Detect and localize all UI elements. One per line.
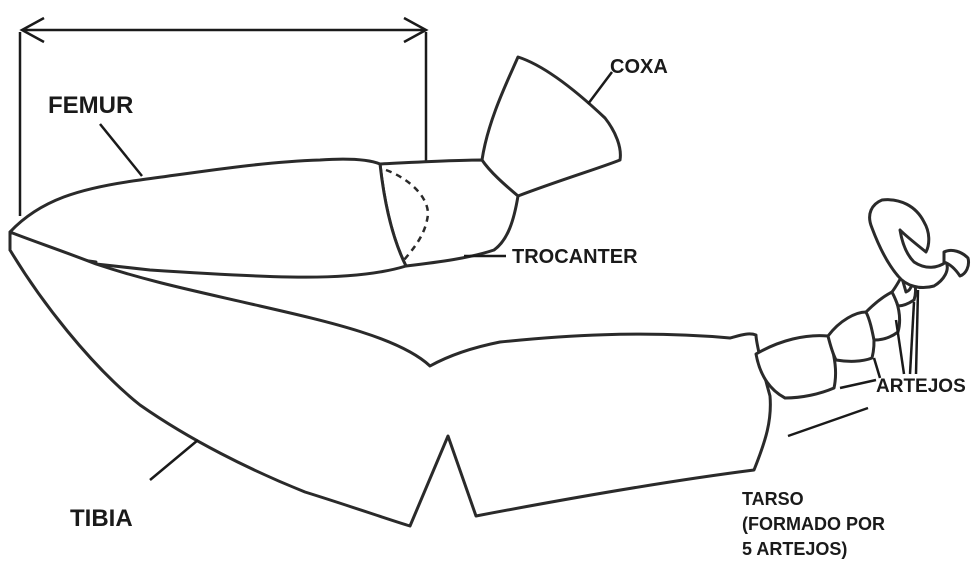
leader-tarso bbox=[788, 408, 868, 436]
leader-coxa bbox=[588, 72, 612, 104]
label-tarso-line3: 5 ARTEJOS) bbox=[742, 539, 847, 559]
label-artejos: ARTEJOS bbox=[876, 376, 966, 397]
label-coxa: COXA bbox=[610, 56, 668, 78]
leader-tibia bbox=[150, 440, 198, 480]
tarsal-claw bbox=[870, 200, 948, 288]
leader-artejos-1 bbox=[840, 380, 876, 388]
label-femur: FEMUR bbox=[48, 92, 133, 119]
label-tarso-line2: (FORMADO POR bbox=[742, 514, 885, 534]
label-trocanter: TROCANTER bbox=[512, 246, 638, 268]
leader-artejos-2 bbox=[874, 358, 880, 378]
label-tibia: TIBIA bbox=[70, 505, 133, 532]
label-tarso-line1: TARSO bbox=[742, 489, 804, 509]
leader-artejos-5 bbox=[916, 290, 918, 374]
leader-artejos-4 bbox=[910, 302, 914, 374]
leader-femur bbox=[100, 124, 142, 176]
coxa-segment bbox=[482, 57, 620, 196]
tarsus-segment-2 bbox=[828, 312, 874, 361]
tibia-segment bbox=[10, 232, 770, 526]
